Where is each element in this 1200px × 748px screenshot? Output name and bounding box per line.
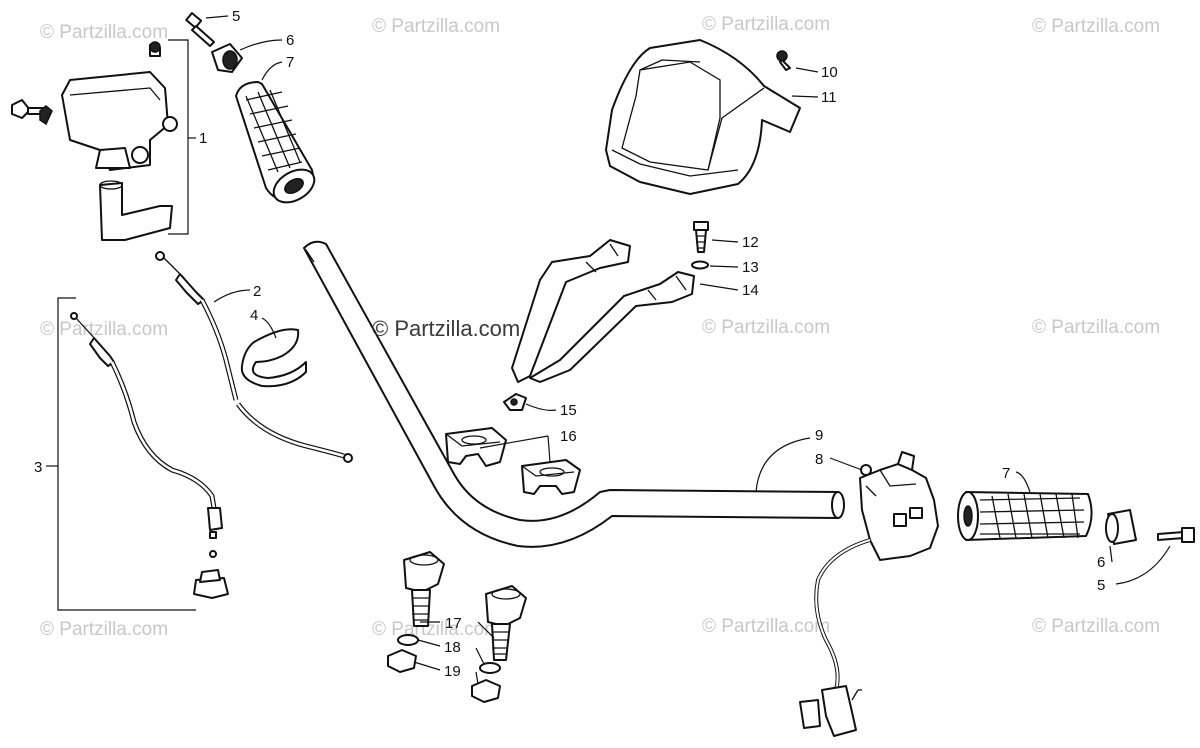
watermark: © Partzilla.com bbox=[1032, 16, 1160, 37]
callout-18: 18 bbox=[444, 639, 461, 656]
callout-leader-6 bbox=[239, 39, 283, 51]
callout-bracket-3 bbox=[57, 297, 196, 611]
watermark: © Partzilla.com bbox=[40, 619, 168, 640]
callout-6: 6 bbox=[286, 32, 294, 49]
callout-leader-13 bbox=[709, 265, 739, 268]
cable-strap bbox=[240, 328, 307, 388]
callout-leader-16 bbox=[479, 435, 549, 449]
riser-b bbox=[485, 585, 527, 661]
callout-3: 3 bbox=[34, 459, 42, 476]
callout-5-right: 5 bbox=[1097, 577, 1105, 594]
brake-cable bbox=[70, 312, 229, 599]
callout-leader-12 bbox=[711, 239, 739, 243]
watermark: © Partzilla.com bbox=[702, 317, 830, 338]
grip-left bbox=[235, 81, 316, 204]
callout-17: 17 bbox=[445, 615, 462, 632]
callout-9: 9 bbox=[815, 427, 823, 444]
callout-leader-7r bbox=[1015, 471, 1031, 493]
washer-bracket bbox=[691, 260, 709, 270]
callout-leader-18 bbox=[417, 639, 485, 665]
callout-leader-11 bbox=[791, 95, 819, 98]
callout-14: 14 bbox=[742, 282, 759, 299]
callout-leader-6r bbox=[1109, 545, 1113, 563]
screw-cover bbox=[776, 50, 791, 71]
bolt-right bbox=[1157, 527, 1195, 543]
watermark: © Partzilla.com bbox=[702, 616, 830, 637]
callout-7-right: 7 bbox=[1002, 465, 1010, 482]
callout-leader-14 bbox=[699, 283, 739, 291]
washer-a bbox=[397, 634, 419, 646]
bolt-left bbox=[185, 12, 215, 47]
callout-12: 12 bbox=[742, 234, 759, 251]
upper-clamp-a bbox=[445, 427, 507, 467]
bar-end-right bbox=[1105, 509, 1137, 545]
handlebar bbox=[303, 240, 845, 548]
throttle-housing bbox=[11, 41, 178, 241]
watermark: © Partzilla.com bbox=[372, 16, 500, 37]
callout-6-right: 6 bbox=[1097, 554, 1105, 571]
watermark: © Partzilla.com bbox=[1032, 616, 1160, 637]
grip-right bbox=[957, 491, 1093, 541]
wire-harness bbox=[799, 538, 871, 737]
callout-leader-8 bbox=[829, 457, 863, 471]
bolt-bracket bbox=[693, 221, 709, 253]
callout-leader-10 bbox=[795, 67, 819, 73]
callout-2: 2 bbox=[253, 283, 261, 300]
cover-bracket bbox=[511, 239, 695, 383]
callout-1: 1 bbox=[199, 130, 207, 147]
callout-5: 5 bbox=[232, 8, 240, 25]
bar-end-left bbox=[211, 43, 243, 73]
callout-leader-17 bbox=[420, 621, 495, 639]
watermark-main: © Partzilla.com bbox=[372, 316, 520, 341]
callout-19: 19 bbox=[444, 663, 461, 680]
watermark-grid: © Partzilla.com © Partzilla.com © Partzi… bbox=[40, 14, 1160, 640]
callout-16: 16 bbox=[560, 428, 577, 445]
callout-11: 11 bbox=[821, 89, 837, 106]
callout-leader-5r bbox=[1115, 545, 1171, 585]
watermark: © Partzilla.com bbox=[40, 22, 168, 43]
callout-leader-16b bbox=[547, 435, 551, 463]
callout-leader-4 bbox=[261, 317, 277, 339]
callout-leader-15 bbox=[525, 403, 557, 411]
throttle-cable bbox=[155, 251, 353, 463]
callout-10: 10 bbox=[821, 64, 838, 81]
callout-bracket-1 bbox=[168, 39, 189, 235]
nut-a bbox=[387, 649, 417, 673]
callout-15: 15 bbox=[560, 402, 577, 419]
watermark: © Partzilla.com bbox=[1032, 317, 1160, 338]
riser-a bbox=[403, 551, 445, 627]
callout-leader-5 bbox=[205, 15, 229, 19]
callout-13: 13 bbox=[742, 259, 759, 276]
callout-leader-9 bbox=[755, 437, 811, 493]
nut-b bbox=[471, 679, 501, 703]
callout-4: 4 bbox=[250, 307, 258, 324]
handlebar-cover bbox=[605, 39, 801, 195]
callout-leader-2 bbox=[213, 289, 251, 303]
switch-housing bbox=[859, 451, 939, 561]
washer-b bbox=[479, 662, 501, 674]
watermark: © Partzilla.com bbox=[702, 14, 830, 35]
callout-leader-19 bbox=[413, 661, 479, 685]
clip-nut bbox=[503, 393, 527, 411]
callout-leader-7 bbox=[261, 61, 283, 81]
callout-7: 7 bbox=[286, 54, 294, 71]
watermark: © Partzilla.com bbox=[40, 319, 168, 340]
upper-clamp-b bbox=[521, 459, 581, 495]
callout-8: 8 bbox=[815, 451, 823, 468]
